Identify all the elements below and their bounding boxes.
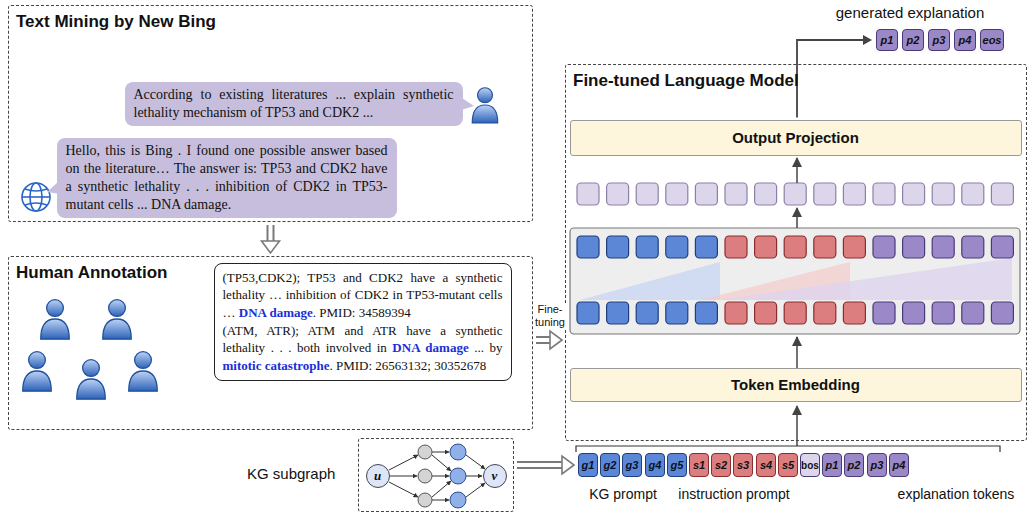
connector-arrow <box>517 456 574 474</box>
input-token: s3 <box>733 453 753 477</box>
node-text: DNA damage <box>392 340 468 355</box>
node-text: Output Projection <box>732 129 859 146</box>
node-text: p1 <box>826 459 839 471</box>
node-text: p1 <box>881 34 894 46</box>
edge-label: Fine-tuning <box>533 303 567 328</box>
input-token: s4 <box>756 453 776 477</box>
node-text: p2 <box>907 34 920 46</box>
section-panel: Text Mining by New BingAccording to exis… <box>8 5 533 222</box>
output-token: p2 <box>902 29 924 51</box>
node-text: g3 <box>626 459 639 471</box>
node-text: . PMID: 34589394 <box>313 305 411 320</box>
kg-subgraph-box: KG subgraphuv <box>358 438 514 512</box>
heading: KG subgraph <box>247 465 347 482</box>
node-text: u <box>374 468 381 484</box>
internal-arrows <box>796 158 798 446</box>
speech-bubble: Hello, this is Bing . I found one possib… <box>57 138 397 219</box>
input-token: g1 <box>578 453 598 477</box>
input-token: p1 <box>822 453 842 477</box>
annotator-icons <box>23 300 158 399</box>
connector-arrow <box>797 35 872 118</box>
node-text: p4 <box>893 459 906 471</box>
entity-circle: u <box>366 464 390 488</box>
transformer-block <box>570 228 1020 334</box>
node-text: s2 <box>715 459 727 471</box>
input-token: p4 <box>889 453 909 477</box>
globe-icon <box>22 183 50 211</box>
input-token: bos <box>800 453 820 477</box>
input-token: s2 <box>711 453 731 477</box>
heading: Fine-tuned Language Model <box>573 71 799 91</box>
output-token: p3 <box>928 29 950 51</box>
connector-arrow <box>262 225 280 253</box>
node-text: Hello, this is Bing . I found one possib… <box>66 142 388 215</box>
node-text: v <box>492 468 498 484</box>
input-token: g5 <box>667 453 687 477</box>
output-token: p1 <box>876 29 898 51</box>
node-text: s5 <box>782 459 794 471</box>
kg-entity-circles <box>418 444 466 508</box>
attention-shading <box>580 258 1012 300</box>
layer-box: Token Embedding <box>570 368 1022 402</box>
input-token: p2 <box>844 453 864 477</box>
node-text: g4 <box>649 459 662 471</box>
node-text: According to existing literatures ... ex… <box>134 86 454 122</box>
caption-label: generated explanation <box>810 4 1010 21</box>
node-text: p4 <box>959 34 972 46</box>
output-token: eos <box>980 29 1004 51</box>
section-panel: Human Annotation (TP53,CDK2); TP53 and CD… <box>8 256 533 430</box>
node-text: Token Embedding <box>731 376 860 393</box>
output-token: p4 <box>954 29 976 51</box>
node-text: g1 <box>582 459 595 471</box>
node-text: mitotic catastrophe <box>223 358 330 373</box>
caption-label: KG prompt <box>558 486 688 502</box>
layer-box: Output Projection <box>570 120 1022 156</box>
input-token: s1 <box>689 453 709 477</box>
hidden-states-row <box>577 183 1013 205</box>
node-text: p2 <box>848 459 861 471</box>
node-text: bos <box>801 460 819 471</box>
node-text: s4 <box>760 459 772 471</box>
node-text: p3 <box>933 34 946 46</box>
kg-graph <box>389 452 485 500</box>
node-text: . PMID: 26563132; 30352678 <box>329 358 486 373</box>
node-text: s1 <box>693 459 705 471</box>
input-bracket <box>576 446 1000 452</box>
node-text: g2 <box>604 459 617 471</box>
input-token: g4 <box>645 453 665 477</box>
node-text: g5 <box>671 459 684 471</box>
heading: Human Annotation <box>16 263 167 283</box>
entity-circle: v <box>483 464 507 488</box>
node-text: DNA damage <box>239 305 313 320</box>
input-token: g2 <box>600 453 620 477</box>
input-token: s5 <box>778 453 798 477</box>
node-text: s3 <box>737 459 749 471</box>
input-token: g3 <box>622 453 642 477</box>
node-text: p3 <box>871 459 884 471</box>
user-icon <box>472 88 498 123</box>
input-token: p3 <box>867 453 887 477</box>
annotation-card: (TP53,CDK2); TP53 and CDK2 have a synthe… <box>214 263 512 381</box>
connector-arrow <box>536 331 562 349</box>
bubble-tail <box>461 98 474 110</box>
caption-label: instruction prompt <box>669 486 799 502</box>
speech-bubble: According to existing literatures ... ex… <box>125 82 463 126</box>
transformer-token-rows <box>577 236 1013 324</box>
node-text: ... by <box>474 340 502 355</box>
model-panel: Fine-tuned Language ModelOutput Projecti… <box>565 64 1027 441</box>
caption-label: explanation tokens <box>891 486 1021 502</box>
node-text: eos <box>983 34 1002 46</box>
heading: Text Mining by New Bing <box>16 12 216 32</box>
